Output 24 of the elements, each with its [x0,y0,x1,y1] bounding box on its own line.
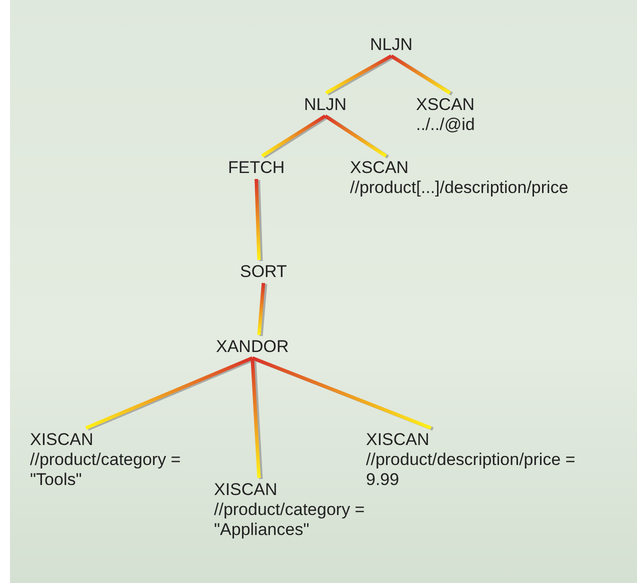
xpath-expression: //product[...]/description/price [350,178,568,198]
connector-line [390,54,451,94]
operator-label: SORT [240,262,287,282]
operator-label: NLJN [370,35,413,55]
operator-label: XISCAN [30,430,94,450]
operator-label: XANDOR [216,337,289,357]
xpath-expression: ../../@id [416,115,475,135]
xpath-expression: //product/description/price = 9.99 [366,450,576,490]
operator-label: XSCAN [350,158,410,178]
connector-line [261,114,326,158]
connector-line [254,178,261,260]
connector-line [252,356,432,430]
operator-label: NLJN [304,95,347,115]
connector-line [325,54,392,95]
xpath-expression: //product/category = "Appliances" [214,500,366,540]
operator-label: XSCAN [416,95,475,115]
connector-line [257,282,266,336]
connector-line [250,358,261,478]
connector-line [324,114,387,158]
operator-label: XISCAN [214,480,278,500]
operator-label: XISCAN [366,430,430,450]
operator-label: FETCH [228,158,285,178]
connector-line [85,356,254,430]
xpath-expression: //product/category = "Tools" [30,450,182,490]
